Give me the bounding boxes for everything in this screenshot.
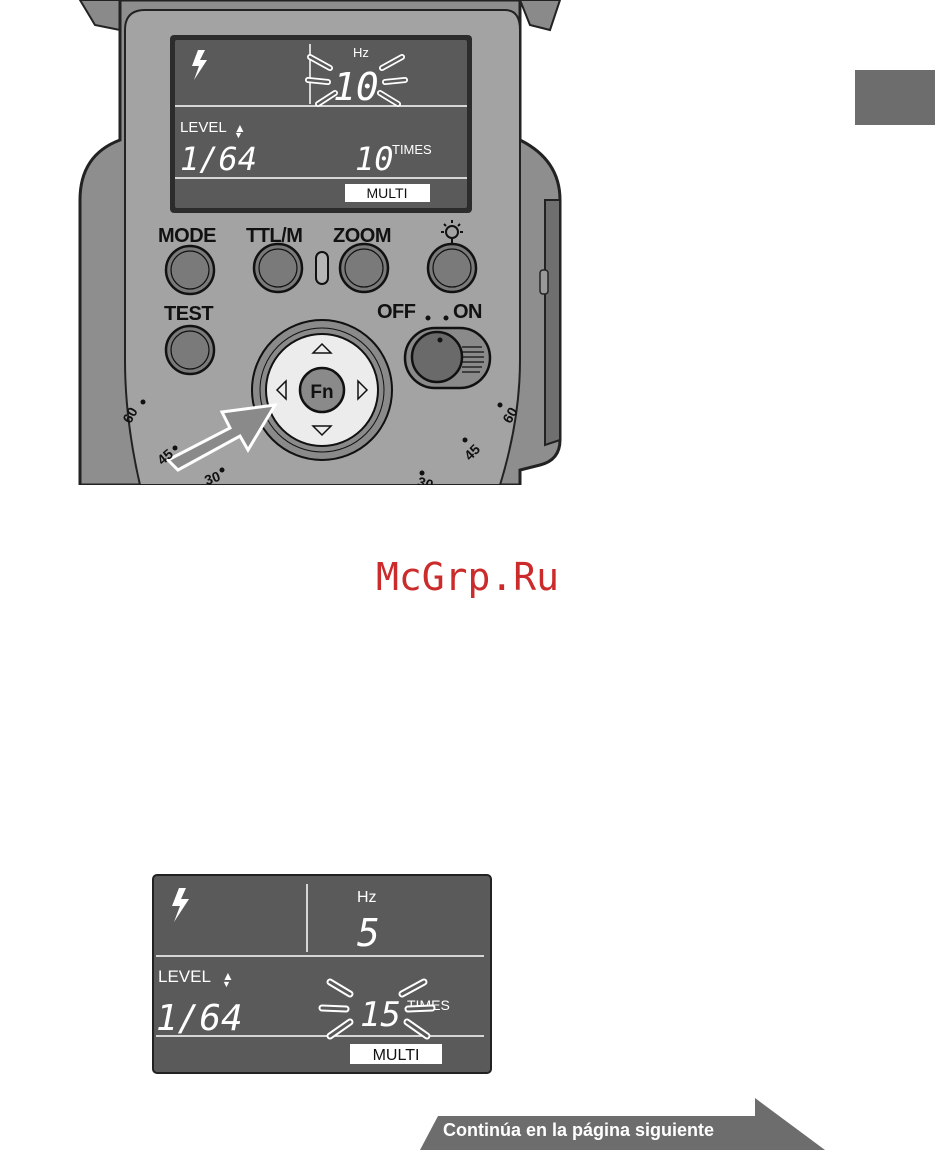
lcd-example-level-value: 1/64 [156,998,243,1039]
lcd-level-value: 1/64 [180,140,257,178]
continue-banner-label: Continúa en la página siguiente [443,1120,714,1141]
lcd-example-level-label: LEVEL [158,967,211,986]
power-switch[interactable] [405,328,490,388]
mode-button-label: MODE [158,225,216,247]
test-button-label: TEST [164,303,213,325]
light-button[interactable] [428,244,476,292]
lcd-example-hz-label: Hz [357,889,377,906]
lcd-level-label: LEVEL [180,119,227,136]
lcd-hz-label: Hz [353,45,369,60]
svg-text:▼: ▼ [222,979,231,989]
svg-text:▼: ▼ [234,130,243,140]
indicator-lamp [316,252,328,284]
ttlm-button[interactable] [254,244,302,292]
zoom-button[interactable] [340,244,388,292]
lcd-multi-label: MULTI [367,185,408,201]
power-off-label: OFF [377,301,416,323]
lcd-example-multi-label: MULTI [373,1047,420,1064]
test-button[interactable] [166,326,214,374]
lcd-example-hz-value: 5 [357,911,380,955]
lcd-times-value: 10 [355,140,394,178]
lcd-example-times-value: 15 [360,995,401,1035]
lcd-hz-value: 10 [333,65,379,109]
flash-unit-illustration: Hz 10 LEVEL ▲ ▼ 1/64 10 TIMES MULTI MODE… [0,0,600,485]
lcd-example-illustration: Hz 5 LEVEL ▲ ▼ 1/64 15 TIMES MULTI [152,874,492,1074]
section-tab [855,70,935,125]
mode-button[interactable] [166,246,214,294]
lcd-times-label: TIMES [392,142,432,157]
fn-button-label: Fn [310,382,333,403]
power-on-label: ON [453,301,482,323]
watermark: McGrp.Ru [0,555,935,599]
